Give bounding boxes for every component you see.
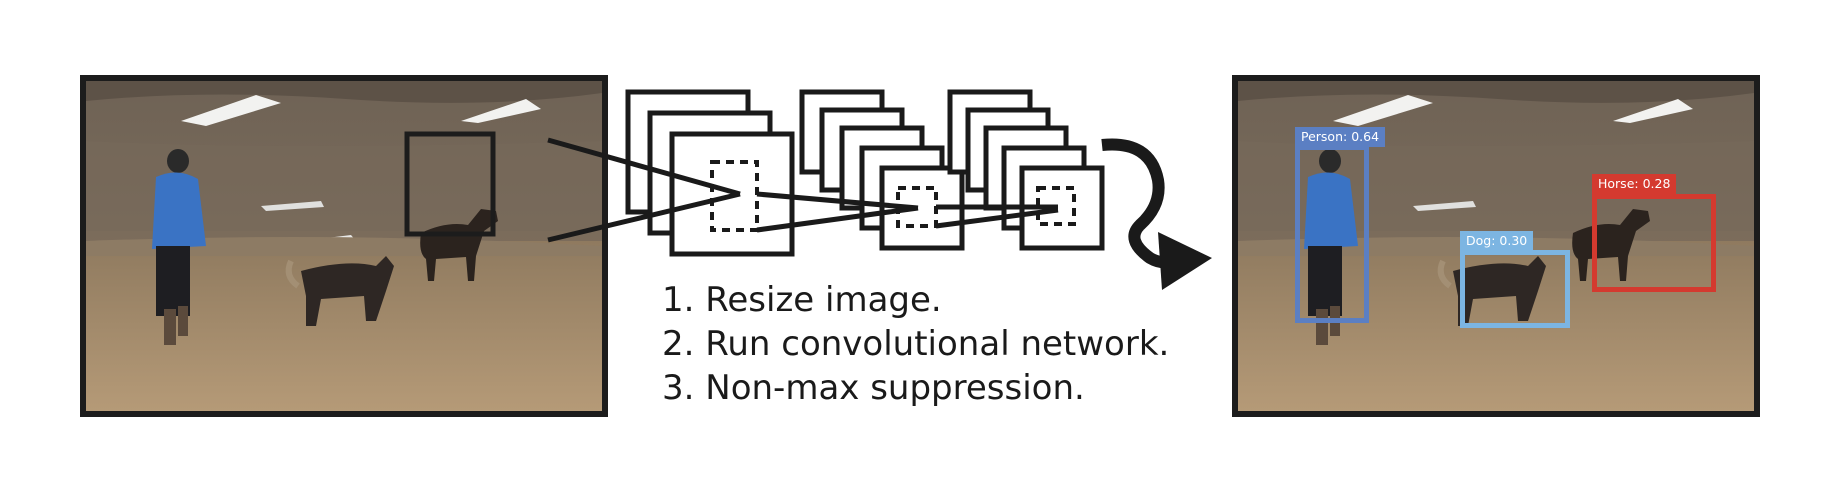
step-number: 3. [662, 368, 695, 408]
horse-detection-label: Horse: 0.28 [1592, 174, 1677, 194]
projection-line [935, 207, 1059, 229]
projection-line [756, 191, 919, 211]
horse [420, 209, 498, 281]
snow-patch [1613, 99, 1693, 123]
dog [1437, 256, 1546, 326]
dog-detection-box [1460, 250, 1570, 328]
projection-line [547, 191, 741, 243]
dog-detection-label: Dog: 0.30 [1460, 231, 1534, 251]
output-arrow [1101, 138, 1173, 269]
horse [1572, 209, 1650, 281]
step-2: 2. Run convolutional network. [662, 322, 1169, 366]
step-number: 1. [662, 280, 695, 320]
snow-patch [181, 95, 281, 126]
step-number: 2. [662, 324, 695, 364]
output-image: Person: 0.64 Dog: 0.30 Horse: 0.28 [1232, 75, 1760, 417]
projection-line [547, 137, 741, 197]
person-detection-box [1295, 145, 1369, 323]
dog [285, 256, 394, 326]
step-1: 1. Resize image. [662, 278, 1169, 322]
step-3: 3. Non-max suppression. [662, 366, 1169, 410]
person-detection-label: Person: 0.64 [1295, 127, 1386, 147]
step-text: Resize image. [705, 280, 942, 320]
arrow-head [1158, 232, 1212, 290]
crop-region [404, 131, 496, 237]
pipeline-steps: 1. Resize image. 2. Run convolutional ne… [662, 278, 1169, 410]
step-text: Non-max suppression. [705, 368, 1085, 408]
person [152, 149, 206, 345]
snow-patch [461, 99, 541, 123]
step-text: Run convolutional network. [705, 324, 1170, 364]
horse-detection-box [1592, 194, 1716, 292]
input-image [80, 75, 608, 417]
projection-line [756, 205, 919, 233]
person [1304, 149, 1358, 345]
snow-patch [1333, 95, 1433, 126]
input-scene [86, 81, 602, 411]
